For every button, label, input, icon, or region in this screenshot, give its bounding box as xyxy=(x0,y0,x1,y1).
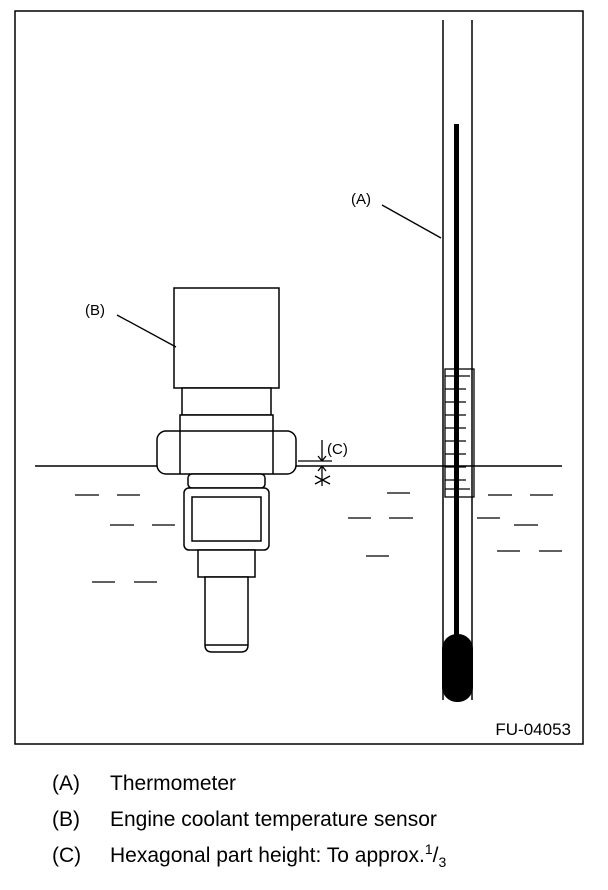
sensor-test-diagram: (A) (B) (C) FU-04053 xyxy=(14,10,584,745)
sensor-hexagonal-part xyxy=(156,430,297,475)
callout-a-label: (A) xyxy=(351,191,371,208)
fraction-denominator: 3 xyxy=(438,854,447,871)
legend-key: (B) xyxy=(52,808,80,831)
callout-b-label: (B) xyxy=(85,302,105,319)
liquid-dashes xyxy=(75,492,562,583)
callout-a-leader xyxy=(381,204,442,239)
thermometer-scale xyxy=(444,368,475,498)
figure-frame xyxy=(14,10,584,745)
thermometer xyxy=(442,20,475,702)
legend-text: Hexagonal part height: To approx. xyxy=(110,844,425,867)
thermometer-ticks xyxy=(445,375,470,490)
sensor-connector-body xyxy=(173,287,280,389)
legend-text: Engine coolant temperature sensor xyxy=(110,808,437,831)
thermometer-mercury-column xyxy=(454,124,459,644)
fraction-numerator: 1 xyxy=(424,841,433,857)
legend-key: (A) xyxy=(52,772,80,795)
thermometer-bulb xyxy=(442,634,473,702)
legend-item-hexagonal-height: (C) Hexagonal part height: To approx.1/3 xyxy=(52,838,592,874)
legend-key: (C) xyxy=(52,844,82,867)
legend-text-wrapper: Hexagonal part height: To approx.1/3 xyxy=(110,841,447,871)
figure-legend: (A) Thermometer (B) Engine coolant tempe… xyxy=(52,766,592,874)
legend-item-sensor: (B) Engine coolant temperature sensor xyxy=(52,802,592,838)
callout-c-label: (C) xyxy=(327,441,348,458)
callout-b-leader xyxy=(116,314,177,348)
figure-code: FU-04053 xyxy=(495,720,571,739)
legend-text: Thermometer xyxy=(110,772,237,795)
hexagon-height-dimension xyxy=(298,440,332,486)
coolant-temperature-sensor xyxy=(156,287,297,653)
legend-item-thermometer: (A) Thermometer xyxy=(52,766,592,802)
